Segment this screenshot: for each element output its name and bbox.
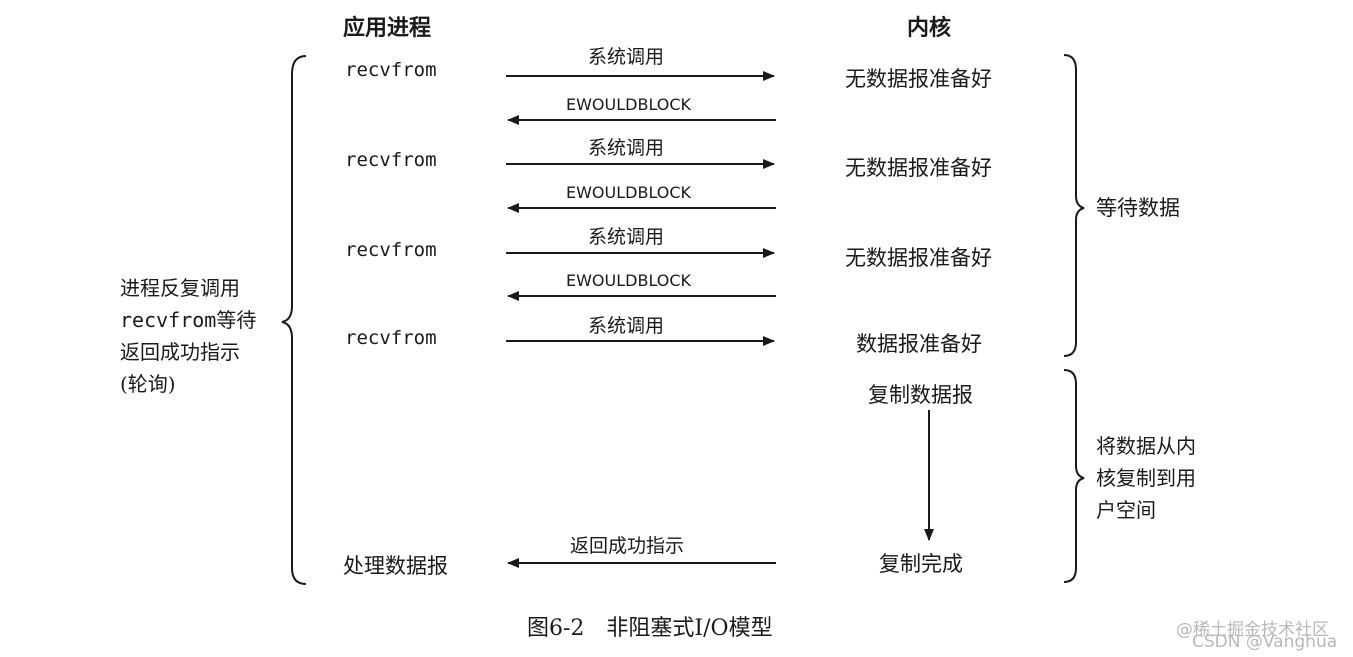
app-process-header: 应用进程	[343, 15, 432, 41]
left-brace	[281, 55, 307, 585]
copy-brace	[1063, 369, 1085, 583]
copy-done-label: 复制完成	[879, 552, 963, 576]
watermark-csdn: CSDN @Vanghua	[1192, 632, 1338, 652]
polling-note-line-4: (轮询)	[120, 372, 176, 396]
polling-note: 进程反复调用 recvfrom等待 返回成功指示 (轮询)	[120, 272, 256, 400]
recvfrom-call-4: recvfrom	[345, 327, 437, 349]
recvfrom-call-1: recvfrom	[345, 59, 437, 81]
process-datagram-label: 处理数据报	[343, 554, 448, 578]
syscall-label-4: 系统调用	[588, 315, 665, 337]
ewouldblock-label-1: EWOULDBLOCK	[566, 95, 692, 114]
wait-data-note: 等待数据	[1096, 196, 1180, 220]
copy-data-note: 将数据从内 核复制到用 户空间	[1096, 430, 1196, 526]
syscall-label-3: 系统调用	[588, 226, 665, 248]
wait-brace	[1063, 54, 1085, 357]
kernel-state-3: 无数据报准备好	[845, 246, 992, 270]
return-success-label: 返回成功指示	[570, 535, 685, 557]
syscall-label-2: 系统调用	[588, 137, 665, 159]
ewouldblock-label-3: EWOULDBLOCK	[566, 271, 692, 290]
polling-note-line-3: 返回成功指示	[120, 340, 240, 364]
copy-note-line-3: 户空间	[1096, 498, 1156, 522]
kernel-state-1: 无数据报准备好	[845, 67, 992, 91]
kernel-state-2: 无数据报准备好	[845, 156, 992, 180]
polling-note-line-1: 进程反复调用	[120, 276, 240, 300]
figure-caption: 图6-2 非阻塞式I/O模型	[527, 616, 773, 641]
copy-note-line-2: 核复制到用	[1096, 466, 1196, 490]
kernel-state-4: 数据报准备好	[856, 332, 982, 356]
copy-start-label: 复制数据报	[868, 383, 973, 407]
recvfrom-call-3: recvfrom	[345, 239, 437, 261]
polling-note-line-2: recvfrom等待	[120, 308, 257, 332]
watermark-juejin: @稀土掘金技术社区	[1176, 620, 1329, 640]
recvfrom-call-2: recvfrom	[345, 149, 437, 171]
syscall-label-1: 系统调用	[588, 46, 665, 68]
kernel-header: 内核	[907, 15, 952, 41]
copy-note-line-1: 将数据从内	[1096, 434, 1196, 458]
ewouldblock-label-2: EWOULDBLOCK	[566, 183, 692, 202]
